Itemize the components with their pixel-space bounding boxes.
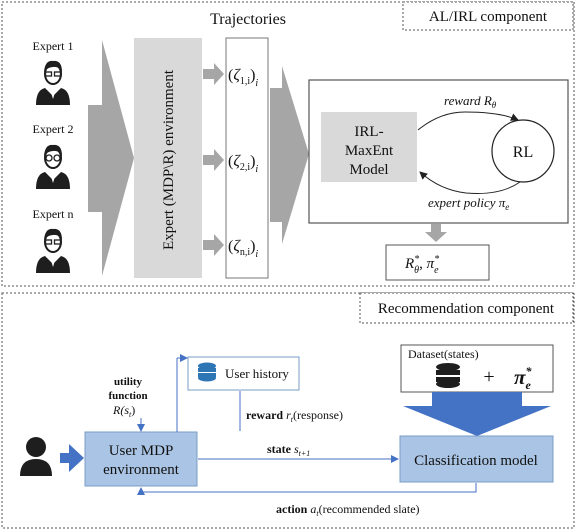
output-label: R*θ, π*e xyxy=(404,254,439,276)
action-label: action at(recommended slate) xyxy=(276,502,420,518)
trajectory-2-outer-sub: i xyxy=(255,164,258,175)
trajectories-column xyxy=(225,37,269,279)
irl-model-line2: MaxEnt xyxy=(345,143,394,159)
svg-text:(ζn,i)i: (ζn,i)i xyxy=(228,238,258,260)
expert-n-person-icon xyxy=(36,228,70,273)
trajectory-2: (ζ2,i)i xyxy=(228,153,258,175)
dataset-plus: + xyxy=(483,366,494,388)
user-history-database-icon xyxy=(198,362,216,382)
trajectory-1-sub: 1,i xyxy=(240,76,251,87)
env-to-trajectory-1-arrow xyxy=(203,63,224,85)
utility-value: R(st) xyxy=(112,403,135,419)
output-box xyxy=(385,244,490,281)
user-to-mdp-arrow xyxy=(60,444,84,472)
env-to-trajectory-2-arrow xyxy=(203,149,224,171)
recommendation-label-box xyxy=(359,292,574,324)
trajectory-n-outer-sub: i xyxy=(255,249,258,260)
expert-2-person-icon xyxy=(36,144,70,189)
reward-label: reward Rθ xyxy=(444,93,497,110)
irl-model-line1: IRL- xyxy=(354,124,383,140)
reward-response-label: reward rt(response) xyxy=(246,408,343,424)
expert-environment-label: Expert (MDP\R) environment xyxy=(161,69,177,250)
user-mdp-line1: User MDP xyxy=(109,443,174,459)
top-section-frame xyxy=(1,1,575,287)
al-irl-component-label: AL/IRL component xyxy=(429,9,548,25)
trajectory-2-sub: 2,i xyxy=(240,162,251,173)
dataset-database-icon xyxy=(436,363,460,388)
trajectory-n: (ζn,i)i xyxy=(228,238,258,260)
expert-n: Expert n xyxy=(33,207,74,273)
user-mdp-environment-box xyxy=(84,431,198,487)
user-mdp-line2: environment xyxy=(103,462,180,478)
expert-2-label: Expert 2 xyxy=(33,122,74,136)
classification-model-box xyxy=(399,435,554,483)
dataset-label: Dataset(states) xyxy=(408,347,479,361)
env-to-trajectory-n-arrow xyxy=(203,234,224,256)
trajectory-n-sub: n,i xyxy=(240,247,251,258)
experts-to-environment-arrow xyxy=(88,40,134,276)
irl-to-output-arrow xyxy=(425,224,447,242)
user-history-label: User history xyxy=(225,366,289,381)
expert-2: Expert 2 xyxy=(33,122,74,189)
expert-policy-curve xyxy=(419,171,521,194)
classification-model-label: Classification model xyxy=(414,453,538,469)
state-label: state st+1 xyxy=(267,442,310,458)
trajectory-1: (ζ1,i)i xyxy=(228,67,258,89)
svg-text:(ζ1,i)i: (ζ1,i)i xyxy=(228,67,258,89)
dataset-policy-label: π*e xyxy=(514,364,532,392)
utility-label-line1: utility xyxy=(114,376,143,388)
expert-environment-block xyxy=(134,38,202,278)
recommendation-component-label: Recommendation component xyxy=(378,301,555,317)
action-loop-line xyxy=(137,483,477,495)
trajectories-title: Trajectories xyxy=(210,11,286,28)
irl-model-line3: Model xyxy=(349,162,388,178)
expert-1-person-icon xyxy=(36,60,70,105)
expert-n-label: Expert n xyxy=(33,207,74,221)
trajectory-1-outer-sub: i xyxy=(255,78,258,89)
al-irl-label-box xyxy=(402,1,574,31)
irl-maxent-model-box xyxy=(321,112,417,182)
bottom-section-frame xyxy=(1,292,575,529)
dataset-to-classifier-arrow xyxy=(403,392,551,436)
reward-curve xyxy=(417,111,519,131)
trajectories-to-irl-arrow xyxy=(270,66,309,244)
user-person-icon xyxy=(20,437,52,476)
expert-1-label: Expert 1 xyxy=(33,39,74,53)
svg-text:(ζ2,i)i: (ζ2,i)i xyxy=(228,153,258,175)
expert-policy-label: expert policy πe xyxy=(428,195,509,212)
expert-1: Expert 1 xyxy=(33,39,74,105)
rl-label: RL xyxy=(513,144,533,161)
rl-node xyxy=(491,119,555,183)
dataset-box xyxy=(400,344,554,393)
utility-label-line2: function xyxy=(108,390,147,402)
